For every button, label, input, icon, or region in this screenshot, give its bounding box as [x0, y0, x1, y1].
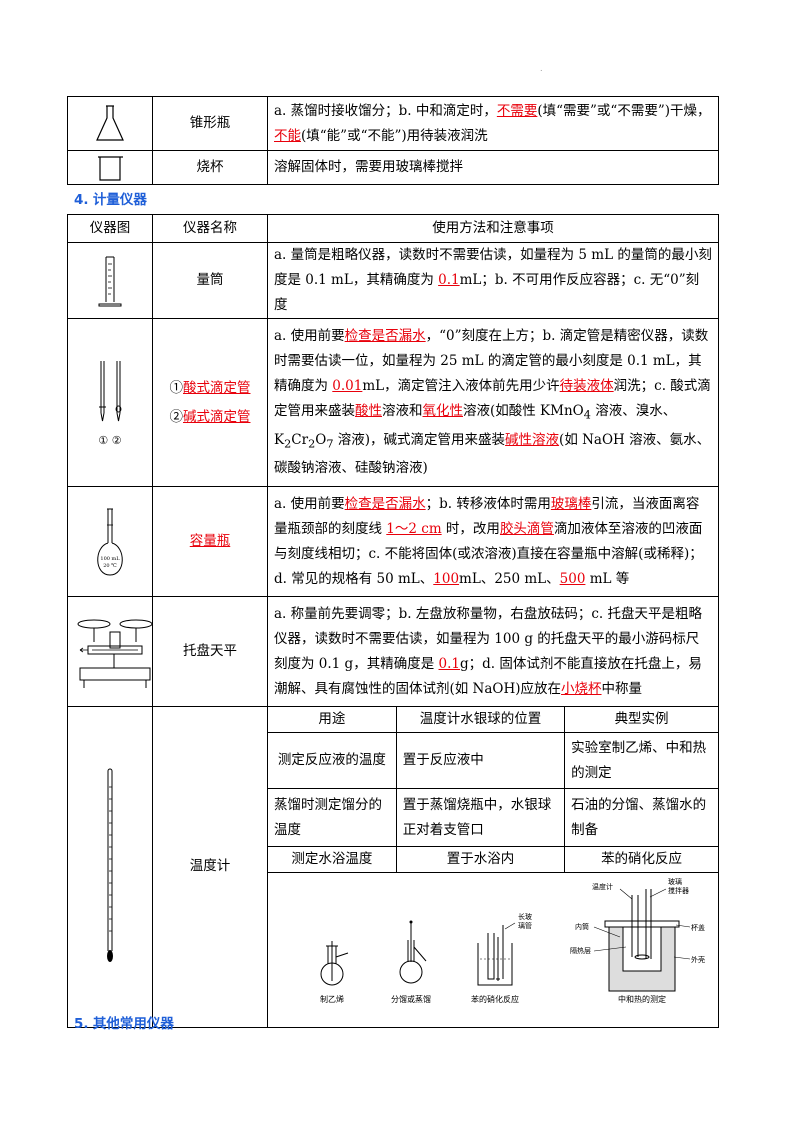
usage-text: a. 蒸馏时接收馏分；b. 中和滴定时，不需要(填“需要”或“不需要”)干燥，不…	[267, 96, 719, 151]
thermometer-icon	[107, 768, 113, 962]
usage-text: a. 使用前要检查是否漏水；b. 转移液体时需用玻璃棒引流，当液面离容量瓶颈部的…	[267, 486, 719, 597]
flask-temperature-label: 20 ℃	[103, 563, 117, 569]
usage-text: a. 使用前要检查是否漏水，“0”刻度在上方；b. 滴定管是精密仪器，读数时需要…	[267, 318, 719, 487]
nitration-label: 苯的硝化反应	[471, 994, 519, 1004]
subtable-header-row: 用途 温度计水银球的位置 典型实例	[268, 707, 718, 733]
table-header-row: 仪器图 仪器名称 使用方法和注意事项	[67, 214, 719, 243]
table-row: 托盘天平 a. 称量前先要调零；b. 左盘放称量物，右盘放砝码；c. 托盘天平是…	[67, 596, 719, 707]
flask-capacity-label: 100 mL	[100, 556, 120, 562]
image-cell	[67, 706, 153, 1028]
thermometer-usage-figure: 制乙烯 分馏或蒸馏	[320, 877, 705, 1004]
image-cell	[67, 96, 153, 151]
instrument-table-top: 锥形瓶 a. 蒸馏时接收馏分；b. 中和滴定时，不需要(填“需要”或“不需要”)…	[67, 96, 719, 185]
thermometer-subtable: 用途 温度计水银球的位置 典型实例 测定反应液的温度 置于反应液中 实验室制乙烯…	[268, 707, 718, 1027]
instrument-name: 锥形瓶	[152, 96, 268, 151]
instrument-name: ①酸式滴定管 ②碱式滴定管	[152, 318, 268, 487]
image-cell	[67, 242, 153, 319]
calorimeter-inner-label: 内筒	[575, 922, 589, 931]
heat-label: 中和热的测定	[618, 994, 666, 1004]
subtable-figure-row: 制乙烯 分馏或蒸馏	[268, 872, 718, 1027]
header-image: 仪器图	[67, 214, 153, 243]
section-heading-4: 4. 计量仪器	[74, 192, 147, 208]
usage-text: a. 量筒是粗略仪器，读数时不需要估读，如量程为 5 mL 的量筒的最小刻度是 …	[267, 242, 719, 319]
nitration-tube-label-1: 长玻	[518, 912, 532, 921]
thermometer-detail: 用途 温度计水银球的位置 典型实例 测定反应液的温度 置于反应液中 实验室制乙烯…	[267, 706, 719, 1028]
base-burette-label: 碱式滴定管	[183, 408, 251, 425]
subtable-row: 蒸馏时测定馏分的温度 置于蒸馏烧瓶中，水银球正对着支管口 石油的分馏、蒸馏水的制…	[268, 788, 718, 847]
distillation-apparatus: 分馏或蒸馏	[391, 920, 431, 1004]
image-cell	[67, 596, 153, 707]
usage-text: 溶解固体时，需要用玻璃棒搅拌	[267, 150, 719, 185]
beaker-icon	[98, 155, 123, 181]
table-row: 温度计 用途 温度计水银球的位置 典型实例 测定反应液的温度 置于反应液中 实验…	[67, 706, 719, 1028]
instrument-name: 量筒	[152, 242, 268, 319]
calorimeter-apparatus: 温度计 玻璃 搅拌器 内筒 杯盖 隔热层 外壳 中和热的测定	[570, 877, 705, 1004]
subtable-row: 测定反应液的温度 置于反应液中 实验室制乙烯、中和热的测定	[268, 732, 718, 789]
subtable-row: 测定水浴温度 置于水浴内 苯的硝化反应	[268, 846, 718, 873]
measuring-instrument-table: 仪器图 仪器名称 使用方法和注意事项 量筒 a. 量筒是粗略仪器，读数时不需要估…	[67, 214, 719, 1028]
table-row: 锥形瓶 a. 蒸馏时接收馏分；b. 中和滴定时，不需要(填“需要”或“不需要”)…	[67, 96, 719, 151]
nitration-apparatus: 长玻 璃管 苯的硝化反应	[471, 912, 532, 1004]
instrument-name: 托盘天平	[152, 596, 268, 707]
table-row: 量筒 a. 量筒是粗略仪器，读数时不需要估读，如量程为 5 mL 的量筒的最小刻…	[67, 242, 719, 319]
balance-icon	[77, 619, 153, 688]
instrument-name: 烧杯	[152, 150, 268, 185]
calorimeter-lid-label: 杯盖	[691, 923, 705, 932]
volumetric-flask-icon: 100 mL 20 ℃	[97, 508, 123, 576]
image-cell: ① ②	[67, 318, 153, 487]
calorimeter-shell-label: 外壳	[691, 955, 705, 964]
burette-label: ① ②	[98, 433, 122, 447]
usage-text: a. 称量前先要调零；b. 左盘放称量物，右盘放砝码；c. 托盘天平是粗略仪器，…	[267, 596, 719, 707]
graduated-cylinder-icon	[98, 256, 122, 306]
image-cell: 100 mL 20 ℃	[67, 486, 153, 597]
erlenmeyer-flask-icon	[96, 104, 124, 141]
page-mark: .	[540, 64, 543, 73]
table-row: 100 mL 20 ℃ 容量瓶 a. 使用前要检查是否漏水；b. 转移液体时需用…	[67, 486, 719, 597]
calorimeter-insulation-label: 隔热层	[570, 946, 591, 955]
header-name: 仪器名称	[152, 214, 268, 243]
burette-pair-icon	[99, 360, 122, 421]
calorimeter-stirrer-label-2: 搅拌器	[668, 886, 689, 895]
image-cell	[67, 150, 153, 185]
header-usage: 使用方法和注意事项	[267, 214, 719, 243]
ethylene-label: 制乙烯	[320, 994, 344, 1004]
instrument-name: 温度计	[152, 706, 268, 1028]
thermometer-figures: 制乙烯 分馏或蒸馏	[268, 872, 718, 1027]
ethylene-apparatus: 制乙烯	[320, 940, 348, 1004]
acid-burette-label: 酸式滴定管	[183, 379, 251, 396]
calorimeter-stirrer-label-1: 玻璃	[668, 877, 682, 886]
instrument-name: 容量瓶	[152, 486, 268, 597]
nitration-tube-label-2: 璃管	[518, 921, 532, 930]
table-row: ① ② ①酸式滴定管 ②碱式滴定管 a. 使用前要检查是否漏水，“0”刻度在上方…	[67, 318, 719, 487]
table-row: 烧杯 溶解固体时，需要用玻璃棒搅拌	[67, 150, 719, 185]
distill-label: 分馏或蒸馏	[391, 994, 431, 1004]
calorimeter-thermometer-label: 温度计	[592, 882, 613, 891]
section-heading-5: 5. 其他常用仪器	[74, 1016, 174, 1032]
